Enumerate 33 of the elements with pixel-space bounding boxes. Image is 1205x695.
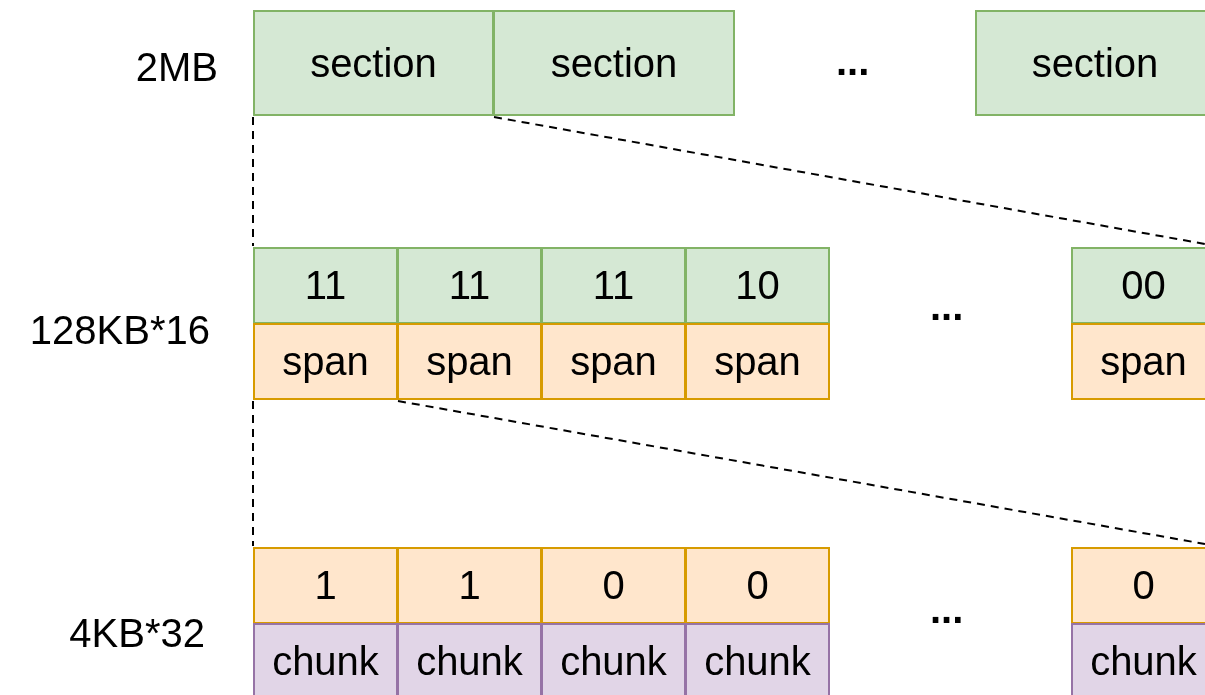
- ellipsis: ...: [836, 38, 870, 85]
- bitmap-cell: 10: [685, 247, 830, 324]
- bitmap-cell: 11: [397, 247, 542, 324]
- row-size-label: 128KB*16: [29, 307, 210, 354]
- bitmap-cell: 00: [1071, 247, 1205, 324]
- span-cell: span: [541, 323, 686, 400]
- bitmap-cell: 1: [397, 547, 542, 624]
- zoom-line: [252, 116, 254, 247]
- bitmap-cell: 11: [541, 247, 686, 324]
- row-size-label: 2MB: [135, 44, 218, 91]
- bitmap-cell: 0: [685, 547, 830, 624]
- span-cell: span: [397, 323, 542, 400]
- chunk-cell: chunk: [1071, 623, 1205, 695]
- span-cell: span: [685, 323, 830, 400]
- zoom-line: [493, 116, 1205, 245]
- section-cell: section: [253, 10, 494, 116]
- zoom-line: [252, 400, 254, 547]
- ellipsis: ...: [930, 586, 964, 633]
- section-cell: section: [493, 10, 735, 116]
- bitmap-cell: 11: [253, 247, 398, 324]
- span-cell: span: [1071, 323, 1205, 400]
- chunk-cell: chunk: [253, 623, 398, 695]
- bitmap-cell: 1: [253, 547, 398, 624]
- row-size-label: 4KB*32: [69, 610, 205, 657]
- bitmap-cell: 0: [1071, 547, 1205, 624]
- ellipsis: ...: [930, 283, 964, 330]
- span-cell: span: [253, 323, 398, 400]
- bitmap-cell: 0: [541, 547, 686, 624]
- chunk-cell: chunk: [541, 623, 686, 695]
- zoom-line: [397, 400, 1205, 545]
- chunk-cell: chunk: [397, 623, 542, 695]
- chunk-cell: chunk: [685, 623, 830, 695]
- section-cell: section: [975, 10, 1205, 116]
